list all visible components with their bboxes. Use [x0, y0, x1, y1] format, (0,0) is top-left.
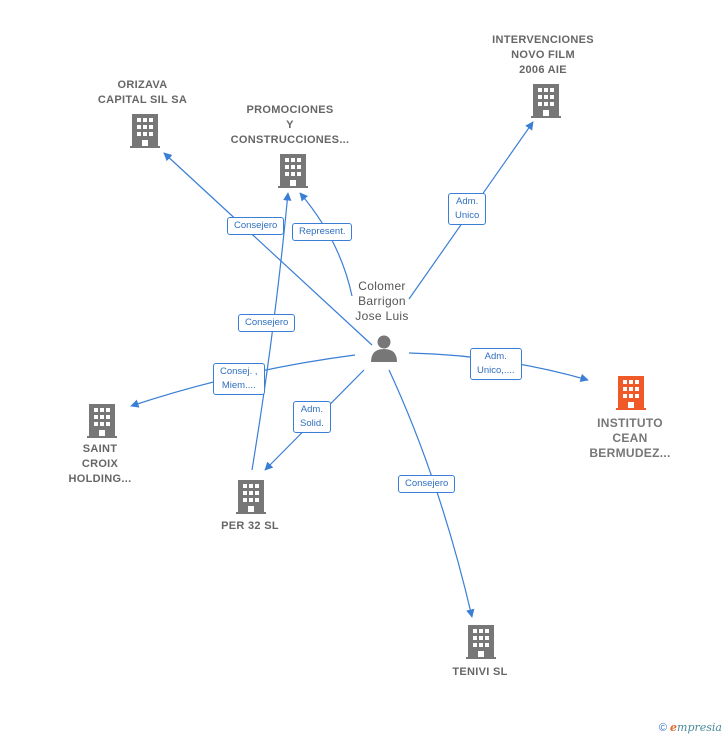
node-label-saint-croix[interactable]: SAINT CROIX HOLDING... [68, 443, 132, 485]
brand-logo[interactable]: empresia [670, 721, 722, 734]
building-icon[interactable] [130, 114, 160, 148]
building-icon[interactable] [236, 480, 266, 514]
edge-label-orizava: Consejero [227, 217, 285, 235]
node-label-per32[interactable]: PER 32 SL [221, 520, 279, 532]
copyright: © empresia [659, 721, 722, 734]
edge-label-tenivi: Consejero [398, 475, 456, 493]
edge-label-saint-croix: Consej. , Miem.... [213, 363, 265, 395]
building-icon[interactable] [278, 154, 308, 188]
building-icon[interactable] [466, 625, 496, 659]
node-label-instituto[interactable]: INSTITUTO CEAN BERMUDEZ... [589, 416, 671, 460]
edge-label-promociones-consejero: Consejero [238, 314, 296, 332]
edge-promociones-represent [299, 192, 353, 297]
building-icon[interactable] [616, 376, 646, 410]
node-label-intervenciones[interactable]: INTERVENCIONES NOVO FILM 2006 AIE [492, 34, 594, 76]
brand-initial: e [670, 721, 678, 734]
copyright-symbol: © [658, 722, 667, 734]
edge-orizava [163, 152, 373, 346]
edge-label-promociones-represent: Represent. [292, 223, 353, 241]
building-icon[interactable] [87, 404, 117, 438]
node-label-promociones[interactable]: PROMOCIONES Y CONSTRUCCIONES... [230, 104, 350, 146]
node-label-orizava[interactable]: ORIZAVA CAPITAL SIL SA [97, 79, 188, 106]
building-icon[interactable] [531, 84, 561, 118]
edge-label-instituto: Adm. Unico,.... [470, 348, 522, 380]
person-icon[interactable] [370, 334, 398, 362]
node-label-tenivi[interactable]: TENIVI SL [452, 666, 508, 678]
brand-rest: mpresia [677, 721, 722, 734]
edge-label-per32: Adm. Solid. [293, 401, 331, 433]
center-person-label[interactable]: Colomer Barrigon Jose Luis [355, 279, 409, 323]
edge-tenivi [388, 369, 475, 618]
edge-label-intervenciones: Adm. Unico [448, 193, 487, 225]
